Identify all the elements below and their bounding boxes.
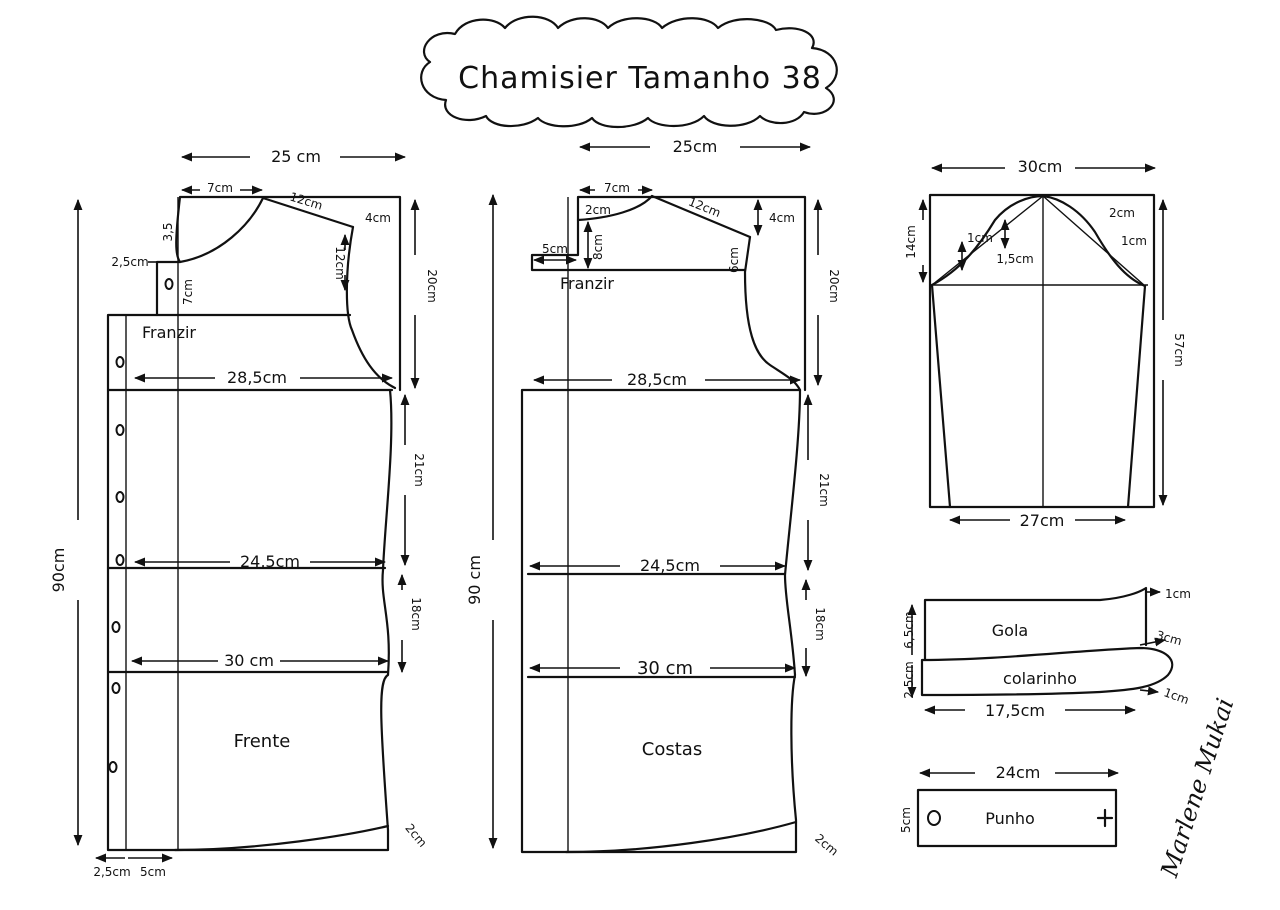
buttonhole — [111, 621, 121, 633]
back-armhole — [743, 235, 802, 392]
front-bust-label: 28,5cm — [227, 368, 287, 387]
back-bust-to-waist-label: 21cm — [817, 473, 831, 507]
front-yoke-height-label: 20cm — [425, 269, 439, 303]
gola-outline — [923, 586, 1148, 662]
cuff-name: Punho — [985, 809, 1035, 828]
sleeve-width-top-label: 30cm — [1018, 157, 1063, 176]
signature: Marlene Mukai — [1155, 695, 1239, 882]
front-shoulder — [261, 196, 355, 229]
cuff-buttonhole — [927, 810, 941, 826]
collar-tip-ext-arrow — [1139, 637, 1167, 647]
front-length-label: 90cm — [49, 548, 68, 593]
front-placket-2-label: 5cm — [140, 865, 166, 879]
collar-tip-up-label: 1cm — [1165, 587, 1191, 601]
gola-label: Gola — [992, 621, 1028, 640]
cuff-piece: 24cm 5cm Punho — [899, 763, 1118, 848]
back-armhole-side-label: 6cm — [727, 247, 741, 273]
front-hem-curve — [173, 824, 390, 852]
sleeve-cap-4-label: 1cm — [1121, 234, 1147, 248]
buttonhole — [164, 278, 174, 290]
cuff-length-label: 24cm — [996, 763, 1041, 782]
cuff-height-label: 5cm — [899, 807, 913, 833]
back-shoulder-drop-label: 4cm — [769, 211, 795, 225]
back-shoulder-label: 12cm — [686, 195, 722, 221]
sleeve-cap-height-label: 14cm — [904, 225, 918, 259]
gola-height-label: 6,5cm — [902, 611, 916, 648]
front-piece: 25 cm 7cm 12cm 4cm 3,5 2,5cm 7cm 12cm Fr… — [49, 147, 439, 879]
back-yoke-center-label: 8cm — [591, 234, 605, 260]
buttonhole — [108, 761, 118, 773]
back-length-label: 90 cm — [465, 555, 484, 605]
sleeve-cap-2-label: 1,5cm — [996, 252, 1033, 266]
title-cloud: Chamisier Tamanho 38 — [420, 15, 838, 128]
collar-length-label: 17,5cm — [985, 701, 1045, 720]
back-bust-label: 28,5cm — [627, 370, 687, 389]
front-name: Frente — [234, 731, 291, 752]
sleeve-side-left — [930, 283, 952, 509]
front-armhole-label: 12cm — [333, 246, 347, 280]
sleeve-piece: 30cm 14cm 1cm 1,5cm 2cm 1cm 57cm 27cm — [904, 157, 1186, 530]
sleeve-cap-1-label: 1cm — [967, 231, 993, 245]
collar-tip-down-arrow — [1139, 686, 1160, 696]
back-hem-label: 2cm — [812, 831, 841, 858]
back-gather-label: Franzir — [560, 274, 614, 293]
sleeve-side-right — [1126, 284, 1147, 509]
buttonhole — [115, 356, 125, 368]
cuff-button-mark — [1096, 808, 1114, 828]
front-neck-side-label: 2,5cm — [111, 255, 148, 269]
buttonhole — [111, 682, 121, 694]
front-gather-label: Franzir — [142, 323, 196, 342]
front-shoulder-drop-label: 4cm — [365, 211, 391, 225]
front-waist-to-hip-label: 18cm — [409, 597, 423, 631]
cloud-outline — [420, 15, 838, 128]
back-hip-label: 30 cm — [637, 658, 693, 679]
collar-tip-down-label: 1cm — [1162, 685, 1191, 707]
front-neck-drop-label: 3,5 — [161, 222, 175, 241]
colarinho-height-label: 2,5cm — [902, 661, 916, 698]
back-width-label: 25cm — [673, 137, 718, 156]
buttonhole — [115, 424, 125, 436]
colarinho-outline — [920, 646, 1174, 697]
front-armhole — [345, 225, 397, 390]
collar-piece: Gola colarinho 6,5cm 2,5cm 1cm 3cm 1cm 1… — [902, 586, 1191, 720]
front-waist-label: 24,5cm — [240, 552, 300, 571]
sleeve-cap-3-label: 2cm — [1109, 206, 1135, 220]
front-hip-label: 30 cm — [224, 651, 274, 670]
back-yoke-height-label: 20cm — [827, 269, 841, 303]
front-width-label: 25 cm — [271, 147, 321, 166]
back-yoke-side-label: 5cm — [542, 242, 568, 256]
colarinho-label: colarinho — [1003, 669, 1077, 688]
back-body-outline — [520, 388, 802, 854]
back-waist-to-hip-label: 18cm — [813, 607, 827, 641]
sleeve-length-label: 57cm — [1172, 333, 1186, 367]
back-name: Costas — [642, 739, 702, 760]
sleeve-cap-guides — [931, 195, 1148, 507]
cuff-outline — [916, 788, 1118, 848]
back-hem-curve — [564, 820, 798, 854]
front-body-outline — [106, 313, 393, 852]
back-piece: 25cm 7cm 2cm 12cm 4cm 5cm 8cm 6cm Franzi… — [465, 137, 841, 859]
front-placket-1-label: 2,5cm — [93, 865, 130, 879]
sleeve-width-bottom-label: 27cm — [1020, 511, 1065, 530]
buttonhole — [115, 491, 125, 503]
back-waist-label: 24,5cm — [640, 556, 700, 575]
buttonhole — [115, 554, 125, 566]
back-shoulder-start-label: 7cm — [604, 181, 630, 195]
back-shoulder — [650, 194, 752, 239]
signature-text: Marlene Mukai — [1155, 695, 1239, 882]
front-hem-label: 2cm — [402, 821, 429, 850]
title: Chamisier Tamanho 38 — [458, 61, 822, 96]
front-bust-to-waist-label: 21cm — [412, 453, 426, 487]
front-shoulder-label: 12cm — [288, 190, 324, 213]
collar-tip-ext-label: 3cm — [1155, 628, 1184, 648]
front-collar-drop-label: 7cm — [181, 279, 195, 305]
front-neckline — [178, 196, 265, 264]
back-neck-drop-label: 2cm — [585, 203, 611, 217]
front-shoulder-start-label: 7cm — [207, 181, 233, 195]
